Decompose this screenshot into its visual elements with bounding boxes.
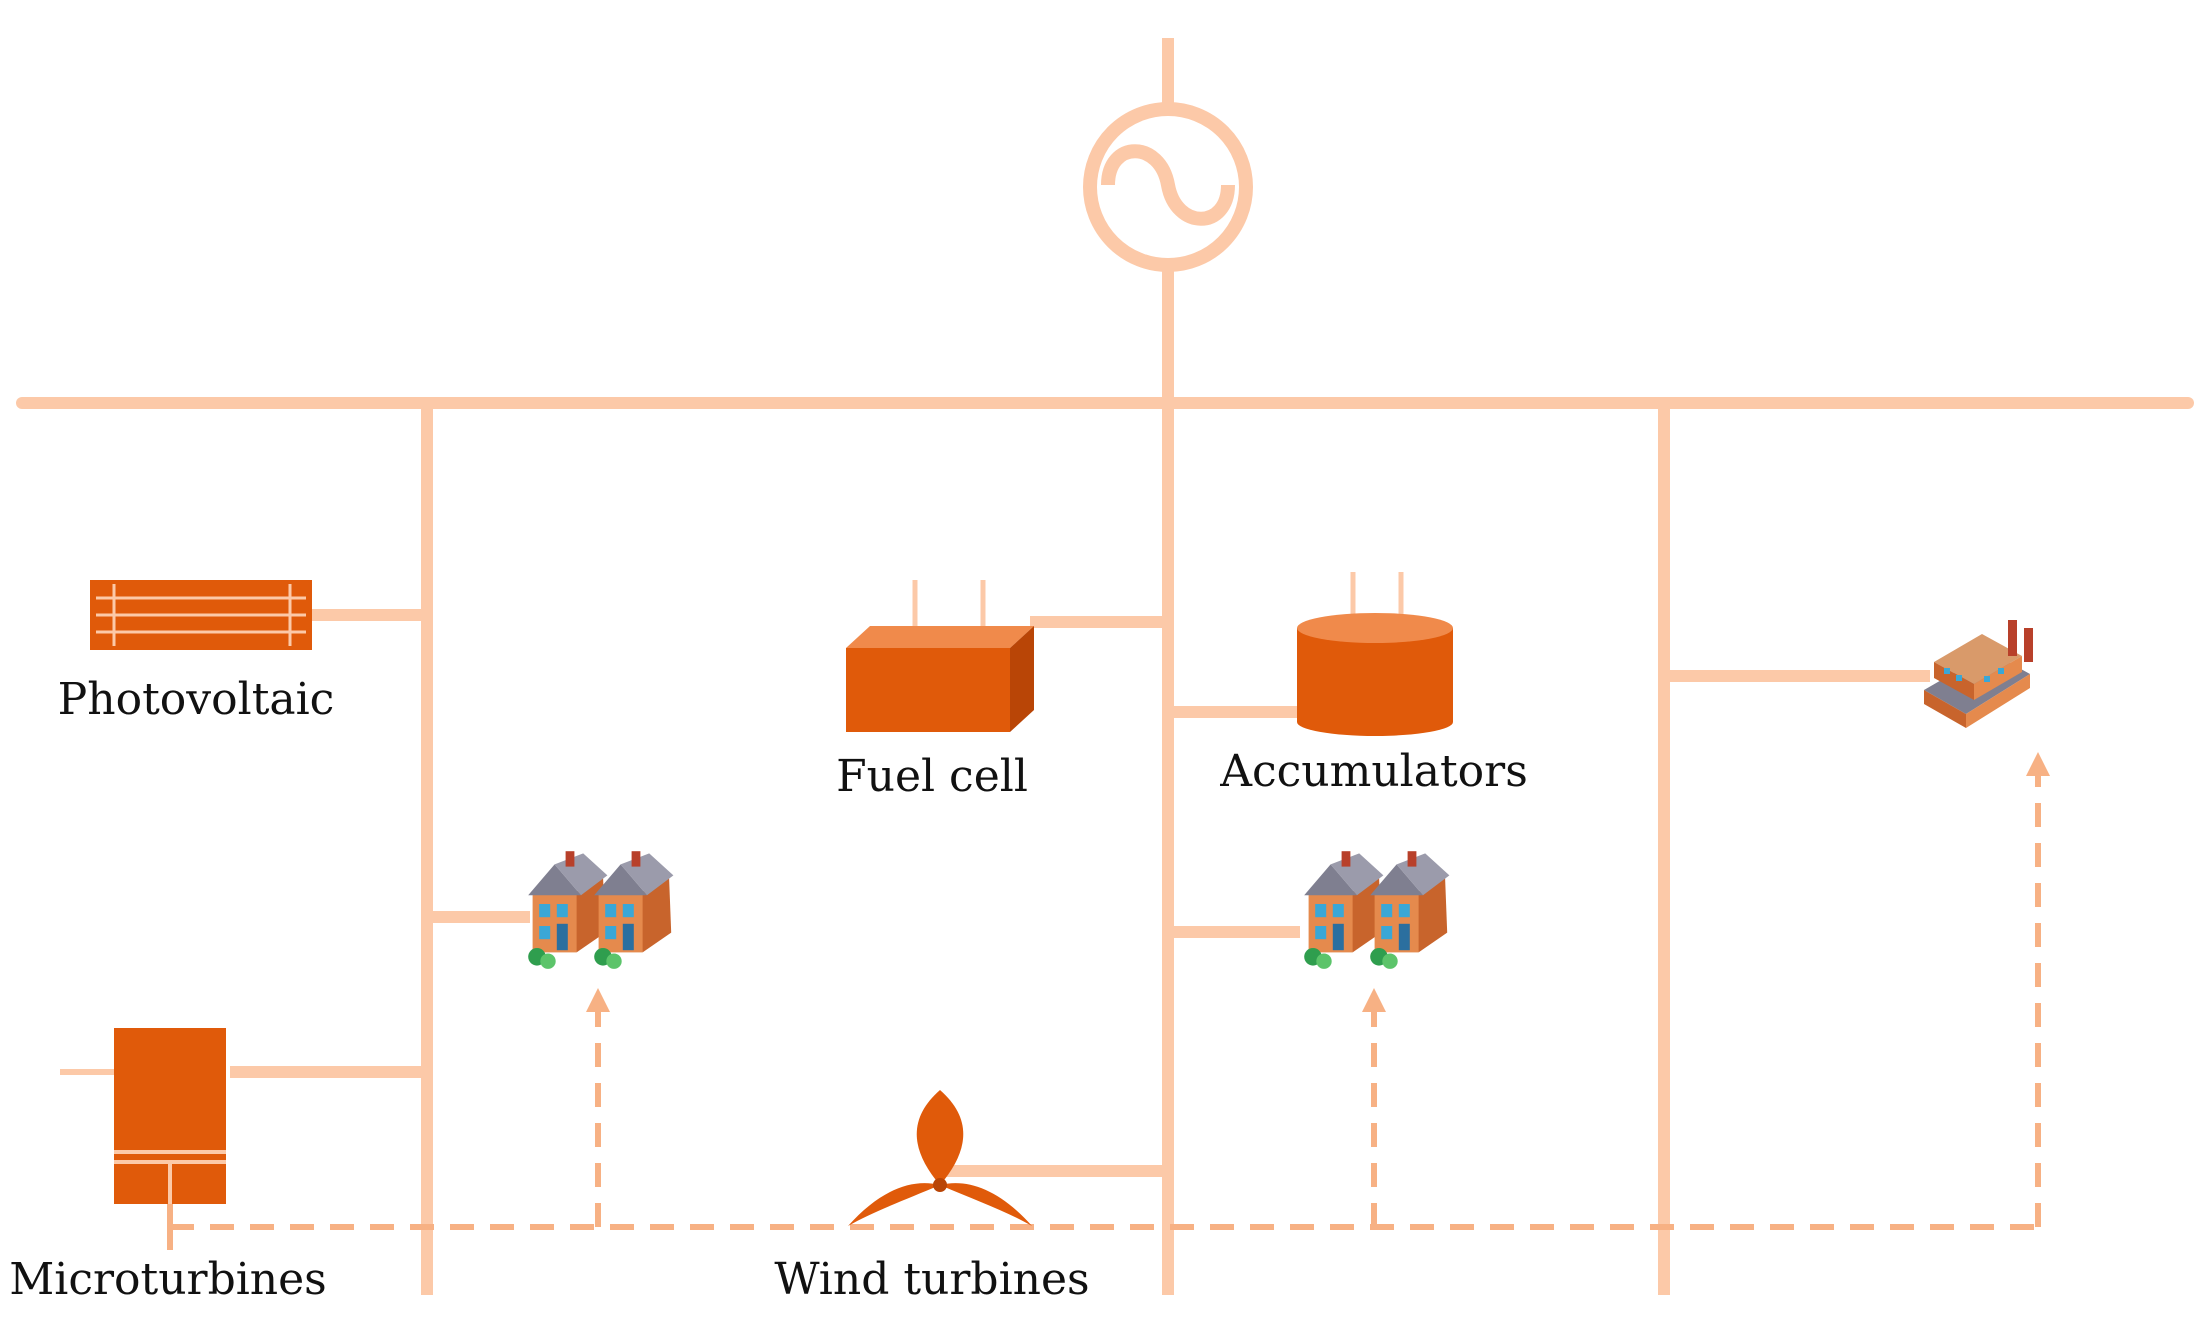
photovoltaic-label: Photovoltaic <box>58 674 335 725</box>
bus-lines <box>16 38 2194 1295</box>
battery-icon <box>1297 572 1453 736</box>
accumulators-label: Accumulators <box>1219 746 1528 797</box>
fuel-cell-label: Fuel cell <box>836 751 1028 802</box>
dashed-signal-lines <box>167 772 2044 1250</box>
houses-left-icon <box>528 851 674 969</box>
ac-generator-icon <box>1083 102 1253 272</box>
fuel-cell-icon <box>846 580 1034 732</box>
wind-turbines-label: Wind turbines <box>774 1254 1089 1305</box>
arrowheads <box>586 752 2050 1012</box>
houses-right-icon <box>1304 851 1450 969</box>
solar-panel-icon <box>90 580 312 650</box>
factory-icon <box>1924 620 2033 728</box>
wind-turbine-icon <box>848 1090 1032 1226</box>
arrow-factory <box>2026 752 2050 776</box>
microturbine-icon <box>114 1028 226 1204</box>
microturbines-label: Microturbines <box>9 1254 327 1305</box>
arrow-houses-left <box>586 988 610 1012</box>
arrow-houses-right <box>1362 988 1386 1012</box>
